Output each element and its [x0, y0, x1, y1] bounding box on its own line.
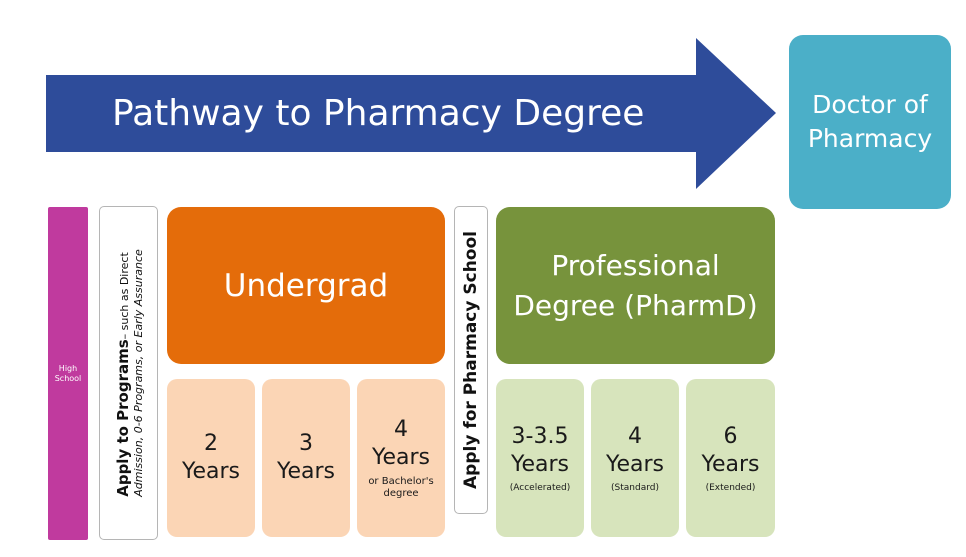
apply-to-programs-detail: Admission, 0-6 Programs, or Early Assura… — [131, 249, 145, 497]
option-years: Years — [181, 459, 241, 484]
option-years: Years — [276, 459, 336, 484]
option-years: Years — [371, 445, 431, 470]
professional-degree-box: Professional Degree (PharmD) — [496, 207, 775, 364]
professional-degree-title: Professional Degree (PharmD) — [513, 248, 758, 322]
option-years: Years — [605, 451, 665, 477]
apply-pharmacy-school-label: Apply for Pharmacy School — [461, 231, 481, 489]
undergrad-title: Undergrad — [223, 267, 389, 304]
undergrad-box: Undergrad — [167, 207, 445, 364]
option-number: 3-3.5 — [511, 423, 569, 449]
undergrad-option-4-years: 4 Years or Bachelor's degree — [357, 379, 445, 537]
pharmd-option-standard: 4 Years (Standard) — [591, 379, 679, 537]
option-note: (Extended) — [705, 482, 756, 493]
pharmd-option-accelerated: 3-3.5 Years (Accelerated) — [496, 379, 584, 537]
pharmd-option-extended: 6 Years (Extended) — [686, 379, 775, 537]
apply-to-programs-box: Apply to Programs– such as Direct Admiss… — [99, 206, 158, 540]
option-years: Years — [510, 451, 570, 477]
option-number: 6 — [723, 423, 738, 449]
option-note: (Standard) — [611, 482, 659, 493]
pathway-arrow-shape — [46, 38, 776, 189]
option-number: 4 — [394, 417, 408, 442]
high-school-label: High School — [54, 363, 82, 383]
apply-to-programs-subtitle: – such as Direct — [117, 252, 131, 340]
high-school-bar: High School — [48, 207, 88, 540]
option-number: 3 — [299, 431, 313, 456]
option-note: or Bachelor's degree — [368, 476, 434, 499]
option-years: Years — [701, 451, 760, 477]
apply-to-programs-title: Apply to Programs — [113, 339, 132, 497]
apply-pharmacy-school-text: Apply for Pharmacy School — [461, 231, 481, 489]
option-number: 4 — [628, 423, 642, 449]
doctor-of-pharmacy-label: Doctor of Pharmacy — [807, 90, 933, 153]
arrow-title: Pathway to Pharmacy Degree — [112, 93, 645, 134]
apply-pharmacy-school-box: Apply for Pharmacy School — [454, 206, 488, 514]
option-note: (Accelerated) — [509, 482, 571, 493]
undergrad-option-2-years: 2 Years — [167, 379, 255, 537]
undergrad-option-3-years: 3 Years — [262, 379, 350, 537]
doctor-of-pharmacy-box: Doctor of Pharmacy — [789, 35, 951, 209]
apply-to-programs-text: Apply to Programs– such as Direct Admiss… — [113, 249, 145, 497]
option-number: 2 — [204, 431, 218, 456]
